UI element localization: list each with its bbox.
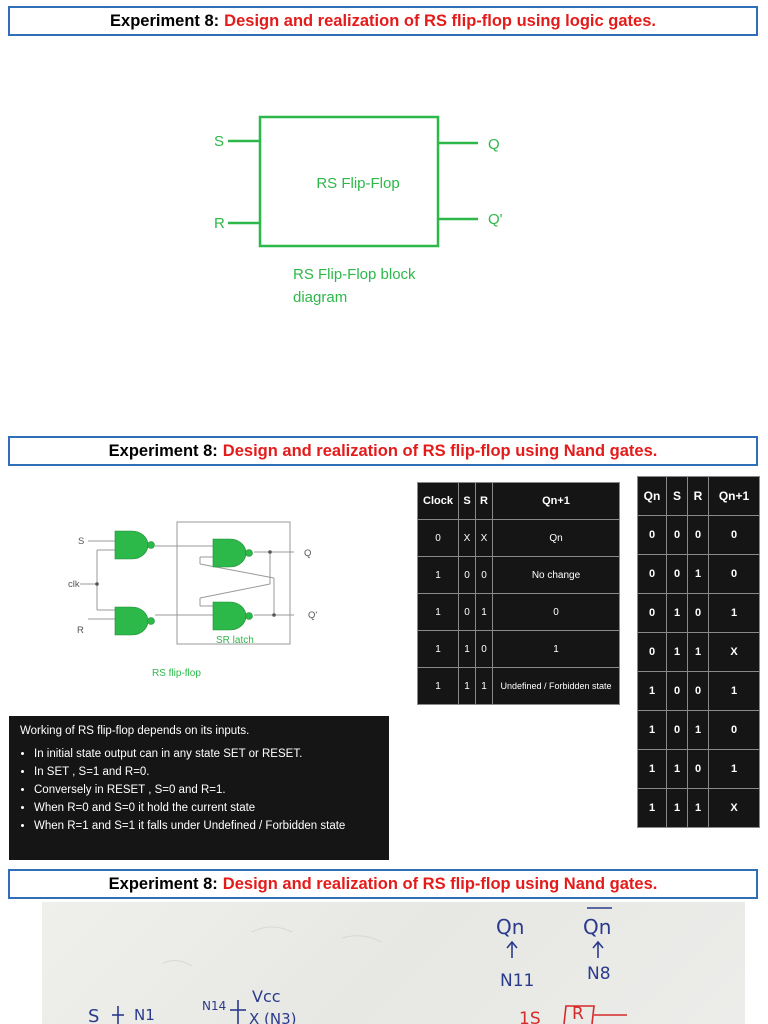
clocked-truth-table: Clock S R Qn+1 0 X X Qn 1 0 0 No change … xyxy=(417,482,620,705)
rs-block-diagram: S R Q Q' RS Flip-Flop RS Flip-Flop block… xyxy=(214,115,503,306)
output-q-label: Q xyxy=(488,136,500,153)
title-lead: Experiment 8: xyxy=(110,11,220,30)
table-row: 0 X X Qn xyxy=(417,519,620,557)
hw-n11: N11 xyxy=(500,971,534,991)
title-lead: Experiment 8: xyxy=(108,441,218,460)
nand-gate-1 xyxy=(114,530,149,560)
r-label: R xyxy=(77,625,84,636)
title-text: Design and realization of RS flip-flop u… xyxy=(222,441,658,460)
box-label: RS Flip-Flop xyxy=(316,175,399,192)
section-title-nand-gates-2: Experiment 8: Design and realization of … xyxy=(8,869,758,899)
hw-qn-bar: Qn xyxy=(583,915,611,939)
header-qn1: Qn+1 xyxy=(492,482,620,520)
list-item: When R=1 and S=1 it falls under Undefine… xyxy=(34,819,378,833)
circuit-caption: RS flip-flop xyxy=(152,668,201,679)
header-qn1: Qn+1 xyxy=(708,476,760,516)
flip-flop-box xyxy=(258,115,440,248)
header-clock: Clock xyxy=(417,482,459,520)
output-qbar-label: Q' xyxy=(488,211,503,228)
section-title-logic-gates: Experiment 8: Design and realization of … xyxy=(8,6,758,36)
sr-latch-box xyxy=(176,521,291,645)
q-label: Q xyxy=(304,548,311,559)
hw-r: R xyxy=(572,1004,584,1024)
hw-s: S xyxy=(88,1006,99,1024)
nand-gate-4 xyxy=(212,601,247,631)
caption-line-2: diagram xyxy=(293,289,347,306)
hw-n8: N8 xyxy=(587,964,611,984)
handwritten-notes-photo: Qn Qn N11 N8 S N1 N14 Vcc X (N3) 1S R xyxy=(42,902,745,1024)
input-r-label: R xyxy=(214,215,225,232)
header-qn: Qn xyxy=(637,476,667,516)
table-header-row: Clock S R Qn+1 xyxy=(417,482,620,520)
hw-qn: Qn xyxy=(496,915,524,939)
clk-label: clk xyxy=(68,579,80,590)
title-lead: Experiment 8: xyxy=(108,874,218,893)
working-list: In initial state output can in any state… xyxy=(20,747,378,833)
title-text: Design and realization of RS flip-flop u… xyxy=(222,874,658,893)
header-s: S xyxy=(458,482,476,520)
list-item: Conversely in RESET , S=0 and R=1. xyxy=(34,783,378,797)
table-row: 1 0 0 No change xyxy=(417,556,620,594)
table-row: 1 0 1 0 xyxy=(417,593,620,631)
table-header-row: Qn S R Qn+1 xyxy=(637,476,760,516)
s-label: S xyxy=(78,536,84,547)
list-item: In SET , S=1 and R=0. xyxy=(34,765,378,779)
caption-line-1: RS Flip-Flop block xyxy=(293,266,416,283)
section-title-nand-gates: Experiment 8: Design and realization of … xyxy=(8,436,758,466)
hw-n14: N14 xyxy=(202,999,226,1013)
table-row: 1 1 1 Undefined / Forbidden state xyxy=(417,667,620,705)
working-description: Working of RS flip-flop depends on its i… xyxy=(9,716,389,860)
list-item: When R=0 and S=0 it hold the current sta… xyxy=(34,801,378,815)
hw-x-n3: X (N3) xyxy=(249,1010,297,1024)
qbar-label: Q' xyxy=(308,610,317,621)
hw-n1: N1 xyxy=(134,1006,155,1024)
title-text: Design and realization of RS flip-flop u… xyxy=(224,11,656,30)
working-heading: Working of RS flip-flop depends on its i… xyxy=(20,725,250,737)
list-item: In initial state output can in any state… xyxy=(34,747,378,761)
nand-flip-flop-circuit: S clk R Q Q' SR latch RS flip-flop xyxy=(68,521,317,679)
sr-latch-label: SR latch xyxy=(216,635,254,646)
hw-1s: 1S xyxy=(519,1009,541,1024)
nand-gate-3 xyxy=(212,538,247,568)
hw-vcc: Vcc xyxy=(252,987,281,1006)
header-r: R xyxy=(475,482,493,520)
input-s-label: S xyxy=(214,133,224,150)
header-s: S xyxy=(666,476,688,516)
header-r: R xyxy=(687,476,709,516)
nand-gate-2 xyxy=(114,606,149,636)
table-row: 1 1 0 1 xyxy=(417,630,620,668)
